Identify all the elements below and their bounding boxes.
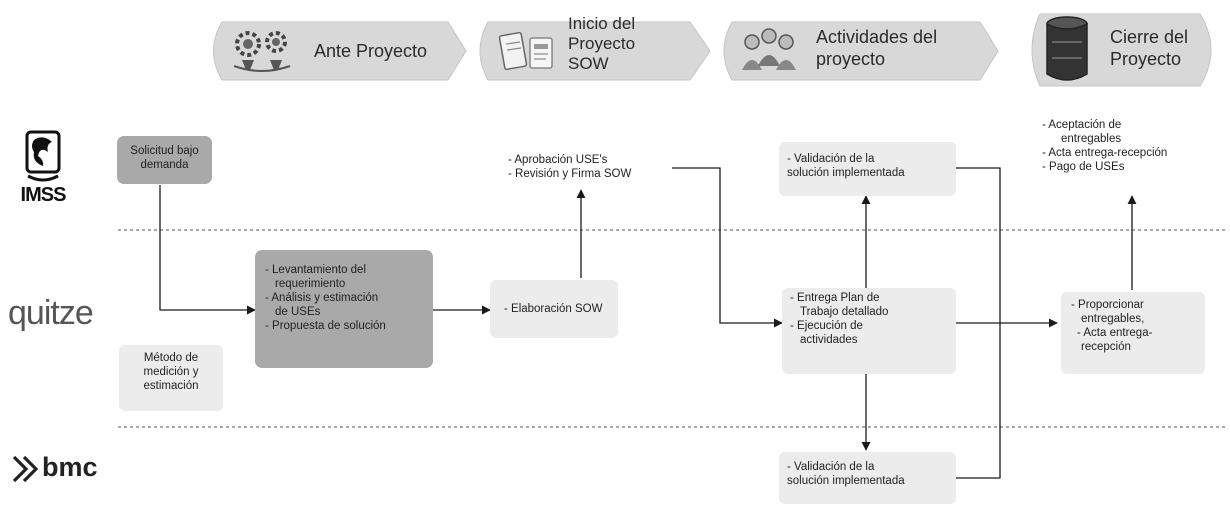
imss-label: IMSS [20, 184, 67, 206]
node-line: Trabajo detallado [800, 306, 889, 318]
node-entrega-plan: - Entrega Plan de Trabajo detallado - Ej… [782, 288, 956, 374]
node-line: - Entrega Plan de [790, 292, 880, 304]
node-line: - Aceptación de [1042, 119, 1122, 131]
node-levantamiento: - Levantamiento del requerimiento - Anál… [255, 250, 433, 368]
bmc-chevron-icon [12, 455, 38, 483]
node-line: entregables [1061, 133, 1122, 145]
node-line: - Aprobación USE's [508, 154, 608, 166]
phase-label-actividades: Actividades del proyecto [816, 26, 937, 70]
phase-line: Proyecto [1110, 49, 1182, 69]
gears-icon [233, 31, 291, 72]
phase-line: Inicio del [568, 14, 636, 33]
node-line: requerimiento [275, 278, 346, 290]
phase-line: SOW [568, 54, 609, 73]
node-line: - Levantamiento del [265, 264, 367, 276]
node-line: - Pago de USEs [1042, 161, 1125, 173]
node-aceptacion-entregables: - Aceptación de entregables - Acta entre… [1042, 118, 1167, 174]
node-line: - Acta entrega-recepción [1042, 147, 1168, 159]
node-line: - Revisión y Firma SOW [508, 168, 632, 180]
node-elaboracion-sow: - Elaboración SOW [490, 280, 618, 338]
node-validacion-imss: - Validación de la solución implementada [779, 142, 956, 196]
bmc-label: bmc [42, 452, 98, 482]
node-line: - Validación de la [787, 461, 875, 473]
node-line: - Análisis y estimación [265, 292, 379, 304]
imss-eagle-icon [25, 130, 61, 182]
phase-line: Ante Proyecto [314, 41, 428, 61]
cylinder-icon [1046, 16, 1088, 81]
phase-label-inicio-sow: Inicio del Proyecto SOW [568, 14, 635, 74]
node-line: Método de [143, 352, 199, 364]
phase-line: Cierre del [1110, 27, 1189, 47]
node-line: entregables, [1081, 313, 1145, 325]
node-line: - Ejecución de [790, 320, 863, 332]
node-line: solución implementada [787, 475, 905, 487]
connector-solicitud-to-levantamiento [159, 185, 256, 315]
node-line: - Acta entrega- [1077, 327, 1153, 339]
node-line: medición y [143, 366, 199, 378]
quitze-wordmark: quitze [8, 294, 94, 332]
imss-logo: IMSS [18, 130, 68, 206]
phase-label-ante-proyecto: Ante Proyecto [314, 40, 427, 62]
documents-icon [498, 31, 553, 71]
node-metodo-medicion: Método de medición y estimación [119, 345, 223, 411]
team-icon [742, 28, 796, 70]
node-line: - Validación de la [787, 153, 875, 165]
node-line: Solicitud bajo [130, 145, 199, 157]
phase-line: Actividades del [816, 27, 938, 47]
node-line: demanda [140, 159, 189, 171]
node-line: - Propuesta de solución [265, 320, 386, 332]
node-line: - Proporcionar [1071, 299, 1144, 311]
node-validacion-bmc: - Validación de la solución implementada [779, 452, 956, 504]
phase-line: Proyecto [568, 34, 636, 53]
quitze-logo: quitze [8, 296, 118, 332]
node-line: estimación [143, 380, 199, 392]
phase-label-cierre: Cierre del Proyecto [1110, 26, 1188, 70]
node-line: recepción [1081, 341, 1131, 353]
bmc-logo: bmc [10, 452, 110, 488]
node-line: de USEs [275, 306, 321, 318]
node-line: solución implementada [787, 167, 905, 179]
node-proporcionar-entregables: - Proporcionar entregables, - Acta entre… [1061, 292, 1205, 374]
connector-aprobacion-to-entrega [672, 167, 783, 328]
node-line: - Elaboración SOW [504, 303, 603, 315]
phase-line: proyecto [816, 49, 886, 69]
node-solicitud-bajo-demanda: Solicitud bajo demanda [117, 136, 212, 184]
node-aprobacion-revision: - Aprobación USE's - Revisión y Firma SO… [508, 153, 631, 181]
node-line: actividades [800, 334, 858, 346]
